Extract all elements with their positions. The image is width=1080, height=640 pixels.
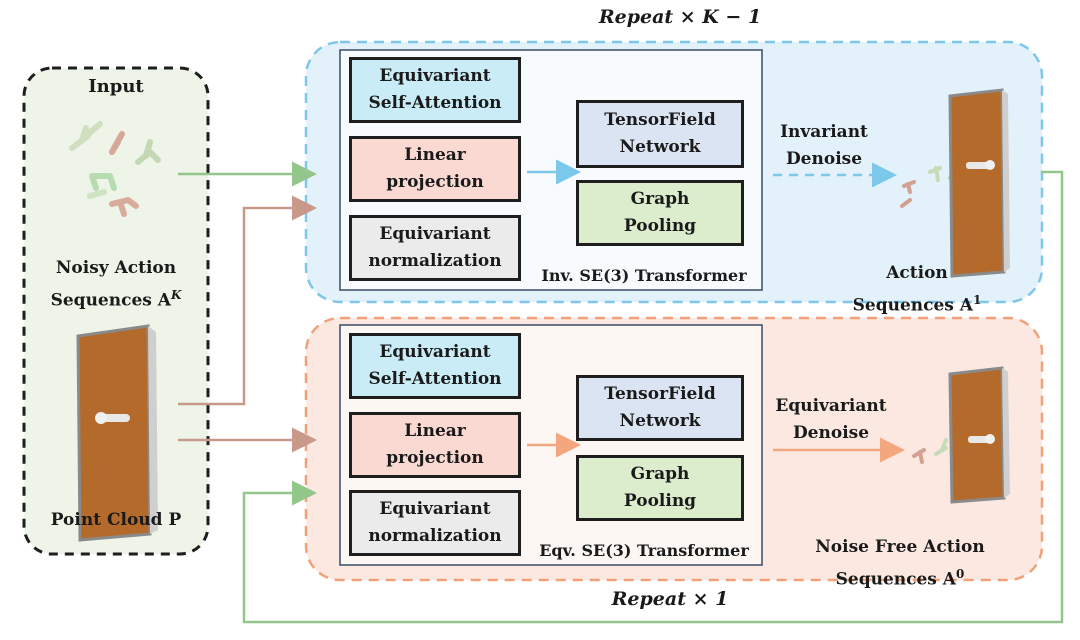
top-output-text: Action Sequences A	[852, 263, 973, 316]
bottom-output-sup: 0	[956, 567, 965, 581]
bottom-tensorfield-label: TensorField Network	[604, 384, 716, 431]
invariant-denoise-label: Invariant Denoise	[780, 122, 868, 169]
bottom-normalization-label: Equivariant normalization	[368, 499, 502, 546]
top-output-sup: 1	[973, 293, 982, 307]
bottom-graph-pooling-label: Graph Pooling	[623, 464, 697, 511]
top-output-label: Action Sequences A1	[842, 233, 992, 320]
repeat-feedback-loop	[242, 170, 1064, 624]
top-normalization-block: Equivariant normalization	[349, 215, 521, 281]
noisy-action-label: Noisy Action Sequences AK	[24, 228, 208, 315]
noisy-action-sup: K	[170, 288, 182, 302]
bottom-transformer-label: Eqv. SE(3) Transformer	[539, 541, 749, 560]
bottom-linear-projection-block: Linear projection	[349, 412, 521, 478]
pointcloud-to-top-arrow	[178, 195, 317, 406]
top-linear-projection-label: Linear projection	[386, 145, 484, 192]
top-tensorfield-label: TensorField Network	[604, 110, 716, 157]
top-graph-pooling-label: Graph Pooling	[623, 189, 697, 236]
bottom-normalization-block: Equivariant normalization	[349, 490, 521, 556]
top-repeat-label: Repeat × K − 1	[598, 6, 762, 28]
noisy-actions-icon	[69, 121, 161, 217]
bottom-tensorfield-block: TensorField Network	[576, 375, 744, 441]
top-linear-projection-block: Linear projection	[349, 136, 521, 202]
top-self-attention-label: Equivariant Self-Attention	[368, 66, 502, 113]
bottom-self-attention-label: Equivariant Self-Attention	[368, 342, 502, 389]
bottom-output-door-icon	[948, 366, 1010, 504]
bottom-graph-pooling-block: Graph Pooling	[576, 455, 744, 521]
input-door-icon	[76, 324, 158, 542]
top-graph-pooling-block: Graph Pooling	[576, 180, 744, 246]
equivariant-denoise-label: Equivariant Denoise	[775, 396, 887, 443]
noisy-action-text: Noisy Action Sequences A	[50, 258, 177, 311]
top-tensorfield-block: TensorField Network	[576, 100, 744, 168]
top-output-door-icon	[948, 88, 1010, 278]
bottom-repeat-label: Repeat × 1	[611, 588, 729, 610]
bottom-self-attention-block: Equivariant Self-Attention	[349, 333, 521, 399]
input-panel	[22, 66, 210, 556]
bottom-linear-projection-label: Linear projection	[386, 421, 484, 468]
top-normalization-label: Equivariant normalization	[368, 224, 502, 271]
top-self-attention-block: Equivariant Self-Attention	[349, 57, 521, 123]
bottom-output-text: Noise Free Action Sequences A	[815, 537, 985, 590]
top-transformer-label: Inv. SE(3) Transformer	[541, 266, 747, 285]
input-title: Input	[88, 76, 144, 97]
point-cloud-label: Point Cloud P	[50, 510, 182, 530]
bottom-output-label: Noise Free Action Sequences A0	[800, 507, 1000, 594]
